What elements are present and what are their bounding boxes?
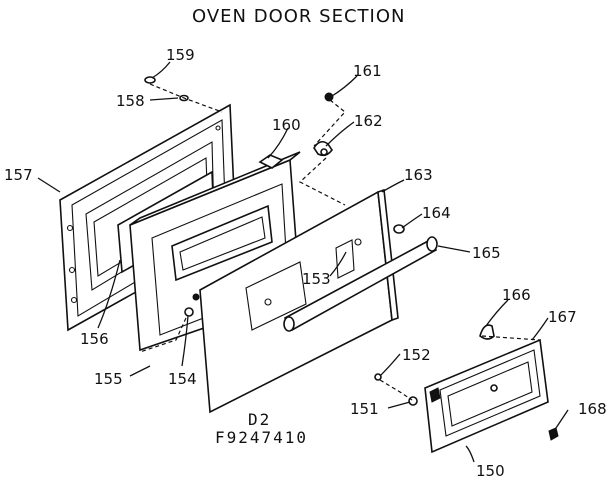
callout-155: 155	[94, 370, 123, 388]
part-150-broiler-drawer-panel	[424, 338, 549, 454]
callout-167: 167	[548, 308, 577, 326]
callout-160: 160	[272, 116, 301, 134]
diagram-title: OVEN DOOR SECTION	[192, 6, 405, 27]
callout-labels: 159 158 157 160 161 162 163 164 165 153 …	[4, 46, 607, 480]
diagram-code: D2	[248, 410, 271, 429]
callout-152: 152	[402, 346, 431, 364]
assembly-dashed-lines	[139, 83, 541, 401]
callout-leader-lines	[37, 61, 569, 463]
callout-162: 162	[354, 112, 383, 130]
callout-150: 150	[476, 462, 505, 480]
callout-158: 158	[116, 92, 145, 110]
callout-163: 163	[404, 166, 433, 184]
callout-157: 157	[4, 166, 33, 184]
callout-165: 165	[472, 244, 501, 262]
callout-154: 154	[168, 370, 197, 388]
callout-168: 168	[578, 400, 607, 418]
part-165-door-handle	[283, 236, 438, 332]
callout-161: 161	[353, 62, 382, 80]
callout-151: 151	[350, 400, 379, 418]
part-number: F9247410	[215, 428, 308, 447]
callout-156: 156	[80, 330, 109, 348]
callout-164: 164	[422, 204, 451, 222]
callout-166: 166	[502, 286, 531, 304]
callout-153: 153	[302, 270, 331, 288]
part-163-outer-door-panel	[199, 188, 399, 414]
callout-159: 159	[166, 46, 195, 64]
